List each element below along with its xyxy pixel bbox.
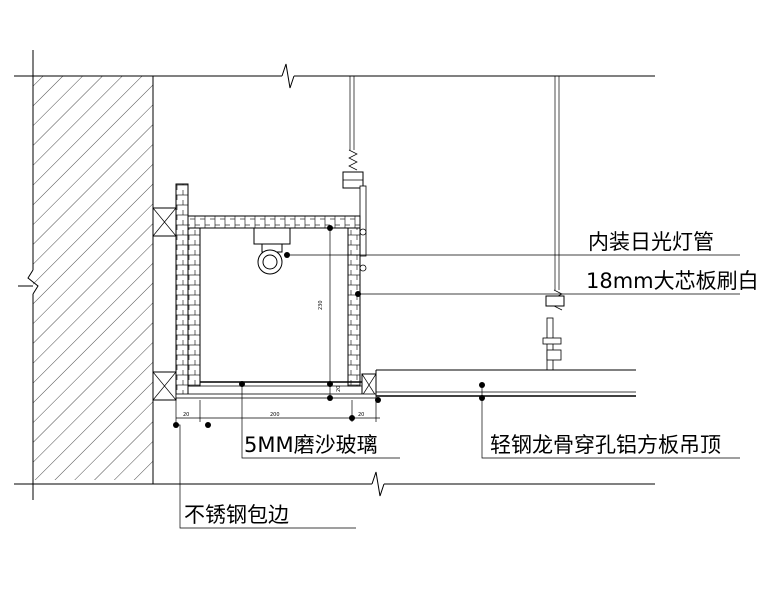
- frosted-glass: [175, 381, 377, 399]
- dim-height: 230: [318, 300, 324, 310]
- hanger-rods: [342, 76, 565, 371]
- concrete-wall: [18, 50, 154, 500]
- label-ceiling: 轻钢龙骨穿孔铝方板吊顶: [490, 433, 721, 457]
- dimension-lines: 230 20 20 200 20: [173, 225, 381, 428]
- label-board: 18mm大芯板刷白: [586, 269, 759, 293]
- leader-lines: [176, 252, 740, 529]
- dim-left: 20: [183, 412, 189, 418]
- label-light-tube: 内装日光灯管: [588, 230, 714, 254]
- fluorescent-tube: [253, 227, 291, 275]
- label-glass: 5MM磨沙玻璃: [244, 433, 378, 457]
- label-edge: 不锈钢包边: [184, 503, 289, 527]
- dim-inner: 20: [336, 386, 342, 392]
- light-box: [152, 183, 377, 401]
- aluminium-ceiling: [375, 369, 636, 397]
- dim-width: 200: [270, 412, 280, 418]
- dim-right: 20: [358, 412, 364, 418]
